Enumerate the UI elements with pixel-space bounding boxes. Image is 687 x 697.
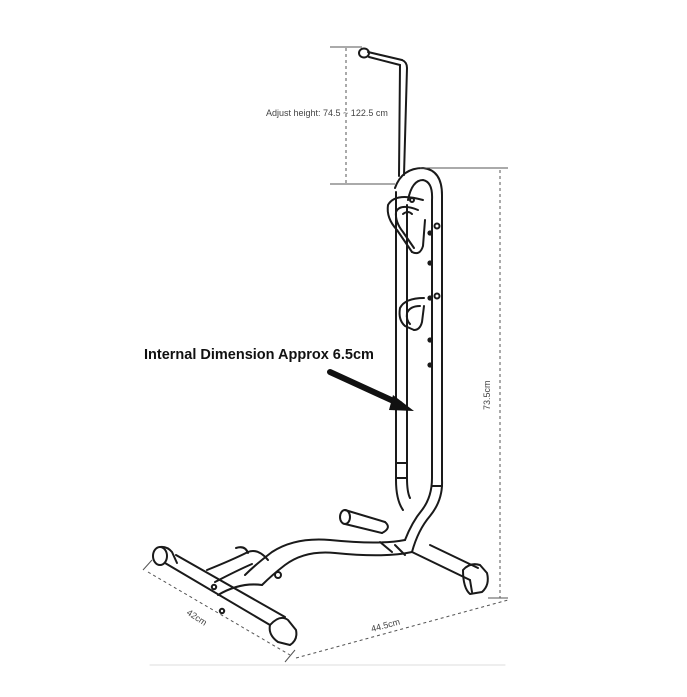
upper-wheel-clamp [386, 195, 426, 255]
main-upright-tube [394, 167, 444, 553]
height-label: 73.5cm [482, 380, 492, 410]
depth-dimension-line [147, 571, 291, 656]
curved-base-arm [244, 538, 413, 586]
depth-label: 42cm [185, 607, 209, 627]
width-label: 44.5cm [370, 617, 401, 634]
right-base-bar [411, 544, 489, 595]
left-crossbar [152, 545, 298, 646]
width-dimension-line [295, 599, 509, 659]
internal-dimension-label: Internal Dimension Approx 6.5cm [144, 347, 374, 363]
top-hook [358, 47, 408, 177]
internal-dimension-arrow [327, 369, 414, 411]
rear-foot [339, 509, 389, 534]
lower-wheel-clamp [398, 297, 425, 331]
adjust-height-label: Adjust height: 74.5 ~ 122.5 cm [266, 108, 388, 118]
dimension-lines [142, 46, 509, 663]
